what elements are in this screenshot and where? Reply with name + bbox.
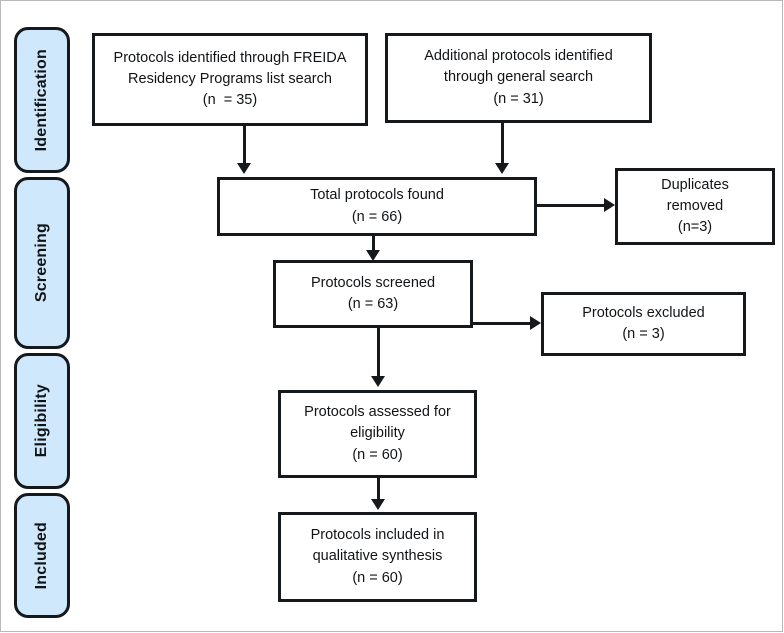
box-assessed-eligibility-count: (n = 60): [352, 446, 403, 463]
box-general-search-count: (n = 31): [493, 90, 544, 107]
connector-screened-to-assessed-line: [377, 328, 380, 378]
box-included-qualitative-count: (n = 60): [352, 569, 403, 586]
box-duplicates-removed-line-2: removed: [666, 197, 724, 214]
stage-pill-eligibility: Eligibility: [14, 353, 70, 489]
box-freida-search-line-2: Residency Programs list search: [128, 70, 332, 87]
box-included-qualitative: Protocols included in qualitative synthe…: [278, 512, 477, 602]
stage-pill-identification: Identification: [14, 27, 70, 173]
box-total-found-line-1: Total protocols found: [310, 187, 444, 204]
box-assessed-eligibility-line-2: eligibility: [350, 425, 405, 442]
stage-label-included: Included: [33, 521, 50, 590]
box-duplicates-removed-line-1: Duplicates: [661, 176, 729, 193]
connector-screened-to-excluded-line: [470, 322, 532, 325]
connector-general-to-total-line: [501, 122, 504, 165]
box-excluded-count: (n = 3): [622, 326, 665, 342]
box-freida-search-line-1: Protocols identified through FREIDA: [113, 49, 347, 66]
connector-total-to-duplicates-arrowhead: [604, 198, 615, 212]
box-general-search: Additional protocols identified through …: [385, 33, 652, 123]
connector-screened-to-assessed-arrowhead: [371, 376, 385, 387]
box-duplicates-removed: Duplicates removed (n=3): [615, 168, 775, 245]
box-assessed-eligibility: Protocols assessed for eligibility (n = …: [278, 390, 477, 478]
connector-assessed-to-included-line: [377, 477, 380, 501]
connector-total-to-screened-line: [372, 235, 375, 255]
box-included-qualitative-line-2: qualitative synthesis: [312, 548, 443, 565]
box-screened-line-1: Protocols screened: [310, 274, 436, 291]
box-screened-count: (n = 63): [347, 296, 399, 312]
stage-pill-included: Included: [14, 493, 70, 618]
box-excluded: Protocols excluded (n = 3): [541, 292, 746, 356]
box-general-search-line-1: Additional protocols identified: [424, 48, 613, 65]
box-excluded-line-1: Protocols excluded: [582, 304, 705, 321]
connector-total-to-screened-arrowhead: [366, 250, 380, 261]
stage-label-screening: Screening: [33, 223, 50, 303]
stage-pill-screening: Screening: [14, 177, 70, 349]
stage-label-identification: Identification: [33, 48, 50, 152]
connector-assessed-to-included-arrowhead: [371, 499, 385, 510]
box-duplicates-removed-count: (n=3): [677, 219, 713, 235]
connector-freida-to-total-line: [243, 125, 246, 165]
connector-screened-to-excluded-arrowhead: [530, 316, 541, 330]
box-included-qualitative-line-1: Protocols included in: [310, 527, 445, 544]
box-freida-search: Protocols identified through FREIDA Resi…: [92, 33, 368, 126]
box-total-found-count: (n = 66): [351, 208, 403, 225]
box-screened: Protocols screened (n = 63): [273, 260, 473, 328]
box-assessed-eligibility-line-1: Protocols assessed for: [304, 404, 451, 421]
connector-general-to-total-arrowhead: [495, 163, 509, 174]
connector-freida-to-total-arrowhead: [237, 163, 251, 174]
box-general-search-line-2: through general search: [443, 69, 594, 86]
box-freida-search-count: (n = 35): [202, 92, 258, 108]
box-total-found: Total protocols found (n = 66): [217, 177, 537, 236]
connector-total-to-duplicates-line: [534, 204, 606, 207]
stage-label-eligibility: Eligibility: [33, 384, 50, 458]
